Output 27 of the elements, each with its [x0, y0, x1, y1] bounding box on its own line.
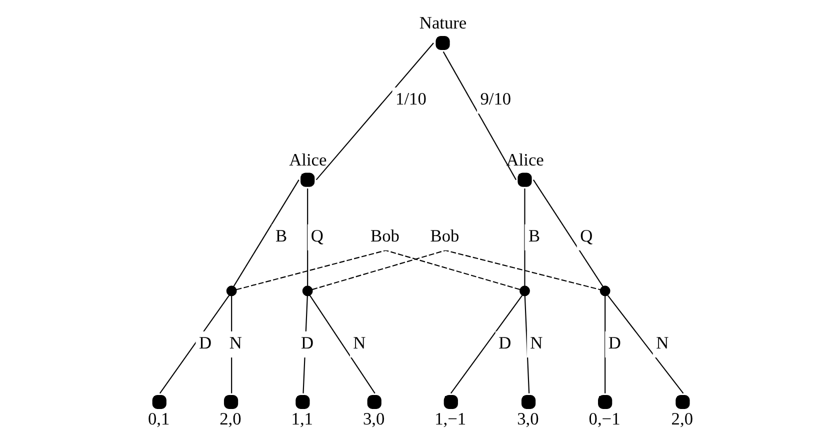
node-label: Nature — [418, 14, 466, 33]
edge-label: N — [530, 334, 542, 353]
edge-label: 1/10 — [395, 90, 426, 109]
node-label: 0,−1 — [588, 410, 620, 429]
node-label: 1,−1 — [434, 410, 466, 429]
node-label: Alice — [506, 150, 544, 170]
edge-label: Bob — [370, 226, 400, 246]
edge-label: B — [528, 226, 540, 246]
edge-label: D — [498, 334, 511, 353]
node-label: 1,1 — [290, 410, 312, 429]
edge-label: N — [656, 334, 668, 353]
node-label: 2,0 — [219, 410, 241, 429]
edge-label: D — [198, 334, 212, 353]
edge-label: Bob — [430, 226, 459, 246]
node-label: 2,0 — [670, 410, 693, 429]
edge-label: D — [300, 334, 314, 353]
edge-label: D — [608, 334, 620, 353]
node-label: 0,1 — [147, 410, 170, 429]
node-label: 3,0 — [516, 410, 538, 429]
edge-label: 9/10 — [480, 90, 511, 109]
edge-label: B — [275, 226, 287, 246]
node-label: 3,0 — [362, 410, 384, 429]
node-label: Alice — [288, 150, 326, 170]
edge-label: Q — [310, 226, 323, 246]
edge-label: Q — [580, 226, 592, 246]
edge-label: N — [352, 334, 366, 353]
edge-label: N — [228, 334, 242, 353]
